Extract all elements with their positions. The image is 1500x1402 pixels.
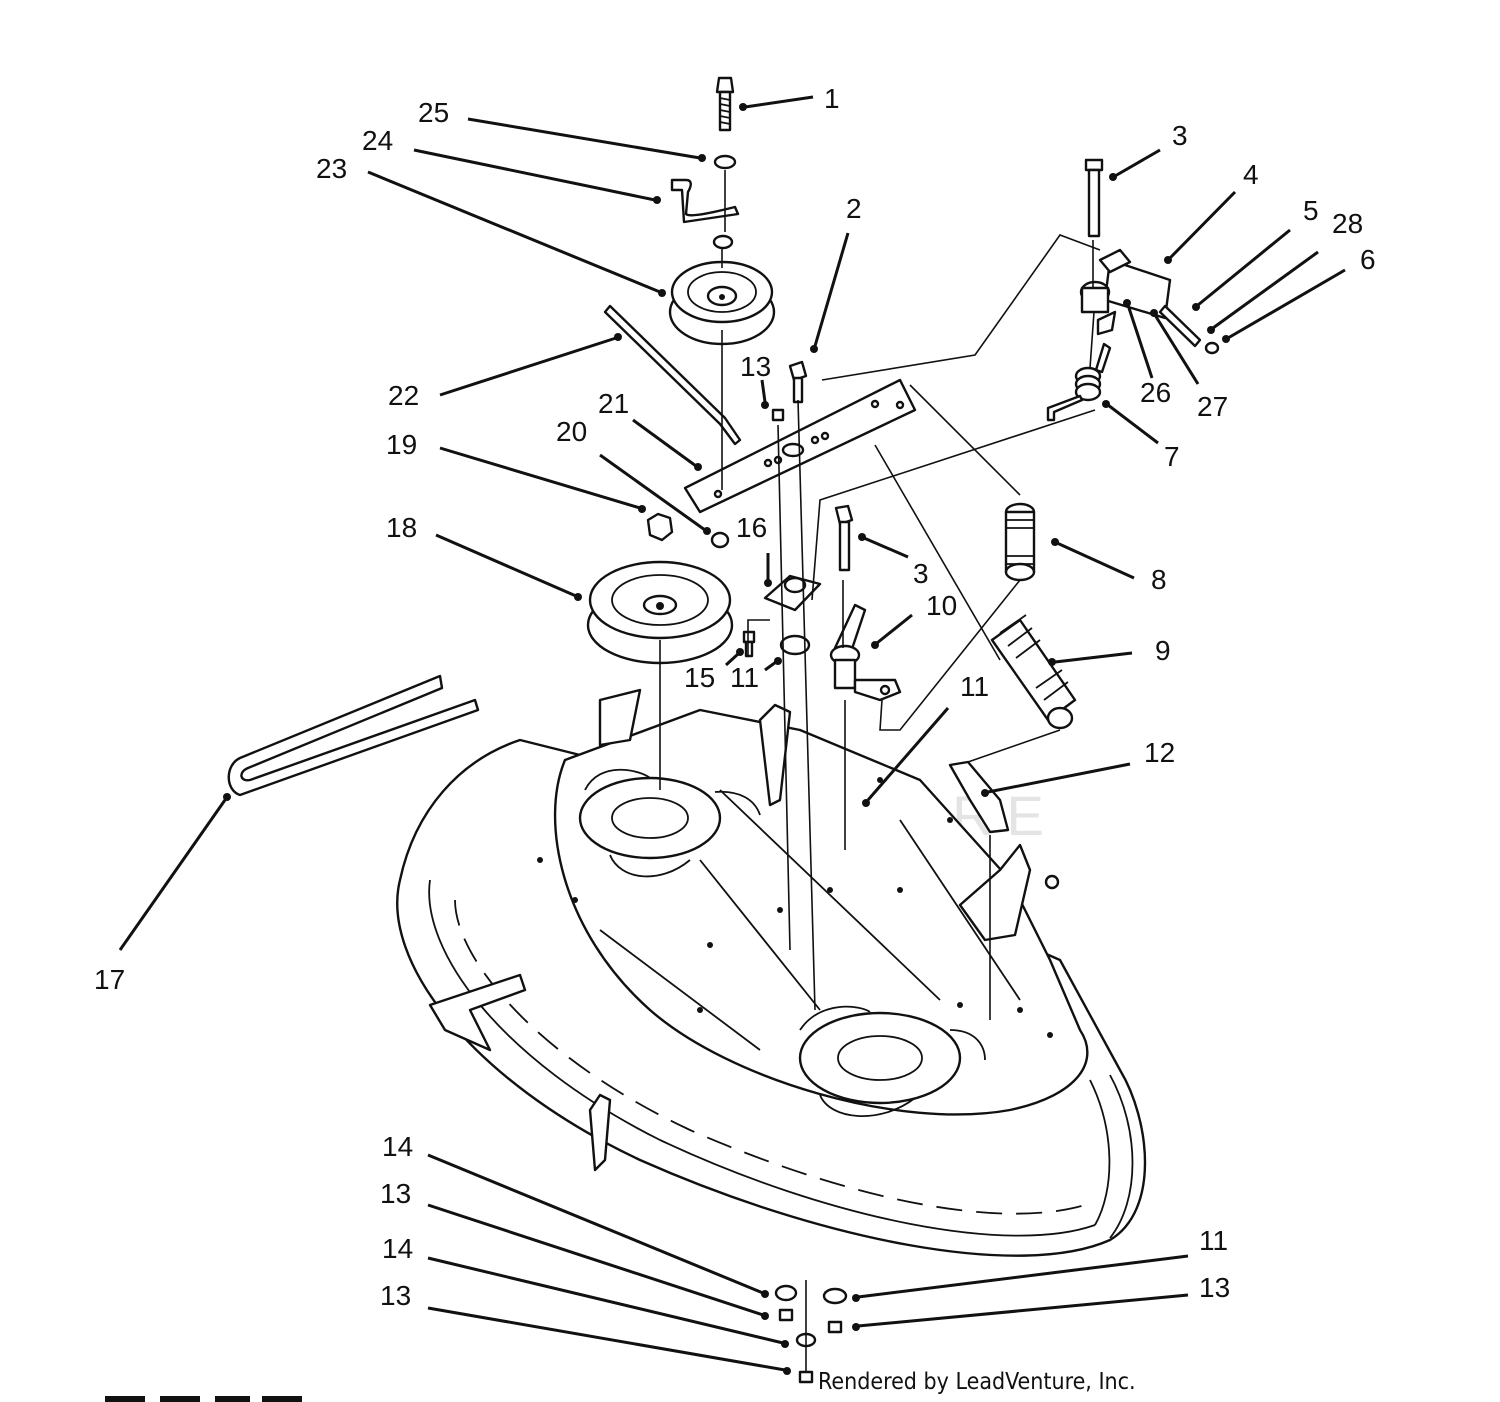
torsion-spring-7 — [1046, 342, 1112, 422]
deck-pulley-18 — [586, 560, 734, 665]
washer-11-left — [779, 634, 811, 656]
bracket-assembly-4 — [1079, 158, 1220, 355]
callout-6: 6 — [1360, 244, 1376, 275]
callout-23: 23 — [316, 153, 347, 184]
callout-27: 27 — [1197, 391, 1228, 422]
washer-14-a — [774, 1284, 798, 1302]
callout-3-top: 3 — [1172, 120, 1188, 151]
callout-18: 18 — [386, 512, 417, 543]
assembly-lines — [659, 170, 1101, 1372]
callout-19: 19 — [386, 429, 417, 460]
leader-lines — [118, 95, 1346, 1375]
extension-spring-9 — [990, 614, 1077, 730]
idler-pulley-23 — [668, 260, 776, 346]
callout-8: 8 — [1151, 564, 1167, 595]
callout-7: 7 — [1164, 441, 1180, 472]
spacer-washer — [712, 234, 734, 250]
belt-keeper-24 — [670, 178, 740, 224]
callout-1: 1 — [824, 83, 840, 114]
bellcrank-10 — [829, 603, 902, 702]
nut-19 — [646, 512, 674, 542]
callout-14-1: 14 — [382, 1131, 413, 1162]
cropped-title-fragment — [105, 1396, 302, 1402]
adjustment-rod-22 — [603, 304, 742, 446]
callout-2: 2 — [846, 193, 862, 224]
callout-12: 12 — [1144, 737, 1175, 768]
bolt-15 — [742, 630, 756, 658]
callout-11-bottom: 11 — [1199, 1225, 1228, 1256]
callout-26: 26 — [1140, 377, 1171, 408]
nut-13-c — [827, 1320, 843, 1334]
nut-20 — [710, 531, 730, 549]
callout-17: 17 — [94, 964, 125, 995]
extension-spring-8 — [1004, 502, 1036, 582]
callout-9: 9 — [1155, 635, 1171, 666]
callout-14-2: 14 — [382, 1233, 413, 1264]
callout-16: 16 — [736, 512, 767, 543]
render-credit: Rendered by LeadVenture, Inc. — [818, 1369, 1136, 1395]
nut-13-a — [778, 1308, 794, 1322]
bolt-3-middle — [834, 504, 854, 572]
callout-3-middle: 3 — [913, 558, 929, 589]
callout-4: 4 — [1243, 159, 1259, 190]
bolt-13-upper — [788, 360, 808, 404]
callout-13-bottom-2: 13 — [380, 1280, 411, 1311]
callout-labels: 1 2 3 3 4 5 6 7 8 9 10 11 11 11 12 13 13… — [94, 83, 1376, 1311]
callout-24: 24 — [362, 125, 393, 156]
callout-13-top: 13 — [740, 351, 771, 382]
callout-5: 5 — [1303, 195, 1319, 226]
callout-22: 22 — [388, 380, 419, 411]
callout-28: 28 — [1332, 208, 1363, 239]
callout-10: 10 — [926, 590, 957, 621]
callout-25: 25 — [418, 97, 449, 128]
callout-15: 15 — [684, 662, 715, 693]
mower-deck-shell — [396, 688, 1147, 1257]
drive-belt — [227, 674, 480, 797]
callout-13-bottom-right: 13 — [1199, 1272, 1230, 1303]
bushing-16 — [783, 576, 807, 594]
callout-11-middle: 11 — [960, 671, 989, 702]
washer-25 — [713, 154, 737, 170]
bolt-1 — [715, 76, 735, 132]
callout-21: 21 — [598, 388, 629, 419]
callout-20: 20 — [556, 416, 587, 447]
nut-upper — [771, 408, 785, 422]
washer-11-bottom — [822, 1287, 848, 1305]
callout-13-bottom-1: 13 — [380, 1178, 411, 1209]
nut-13-b — [798, 1370, 814, 1384]
callout-11-left: 11 — [730, 662, 759, 693]
